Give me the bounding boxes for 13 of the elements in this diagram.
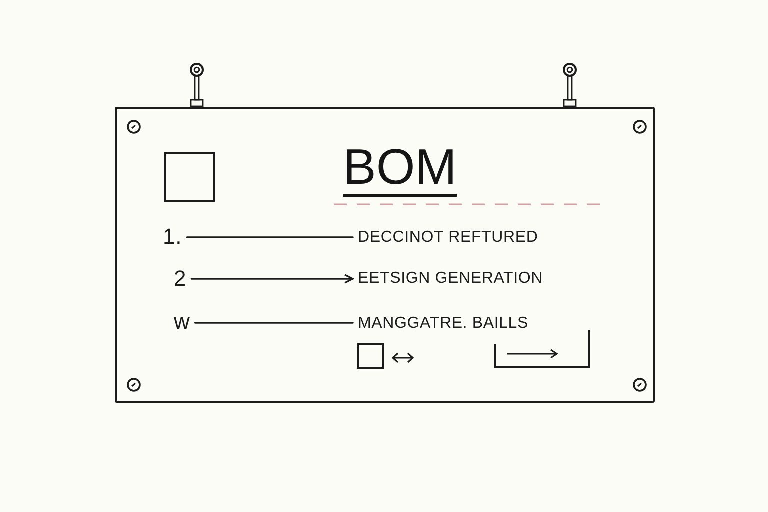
- board-title: BOM: [343, 142, 457, 197]
- step-number: 1.: [163, 226, 182, 248]
- whiteboard-panel: [115, 107, 655, 403]
- step-label: DECCINOT REFTURED: [358, 230, 538, 246]
- connector-line: [194, 322, 354, 324]
- empty-square: [164, 152, 215, 202]
- empty-square: [357, 343, 384, 369]
- step-number: w: [174, 311, 190, 333]
- step-label: EETSIGN GENERATION: [358, 271, 544, 287]
- arrow: [190, 274, 354, 284]
- connector-line: [186, 236, 354, 238]
- step-label: MANGGATRE. BAILLS: [358, 316, 529, 332]
- step-number: 2: [174, 268, 187, 290]
